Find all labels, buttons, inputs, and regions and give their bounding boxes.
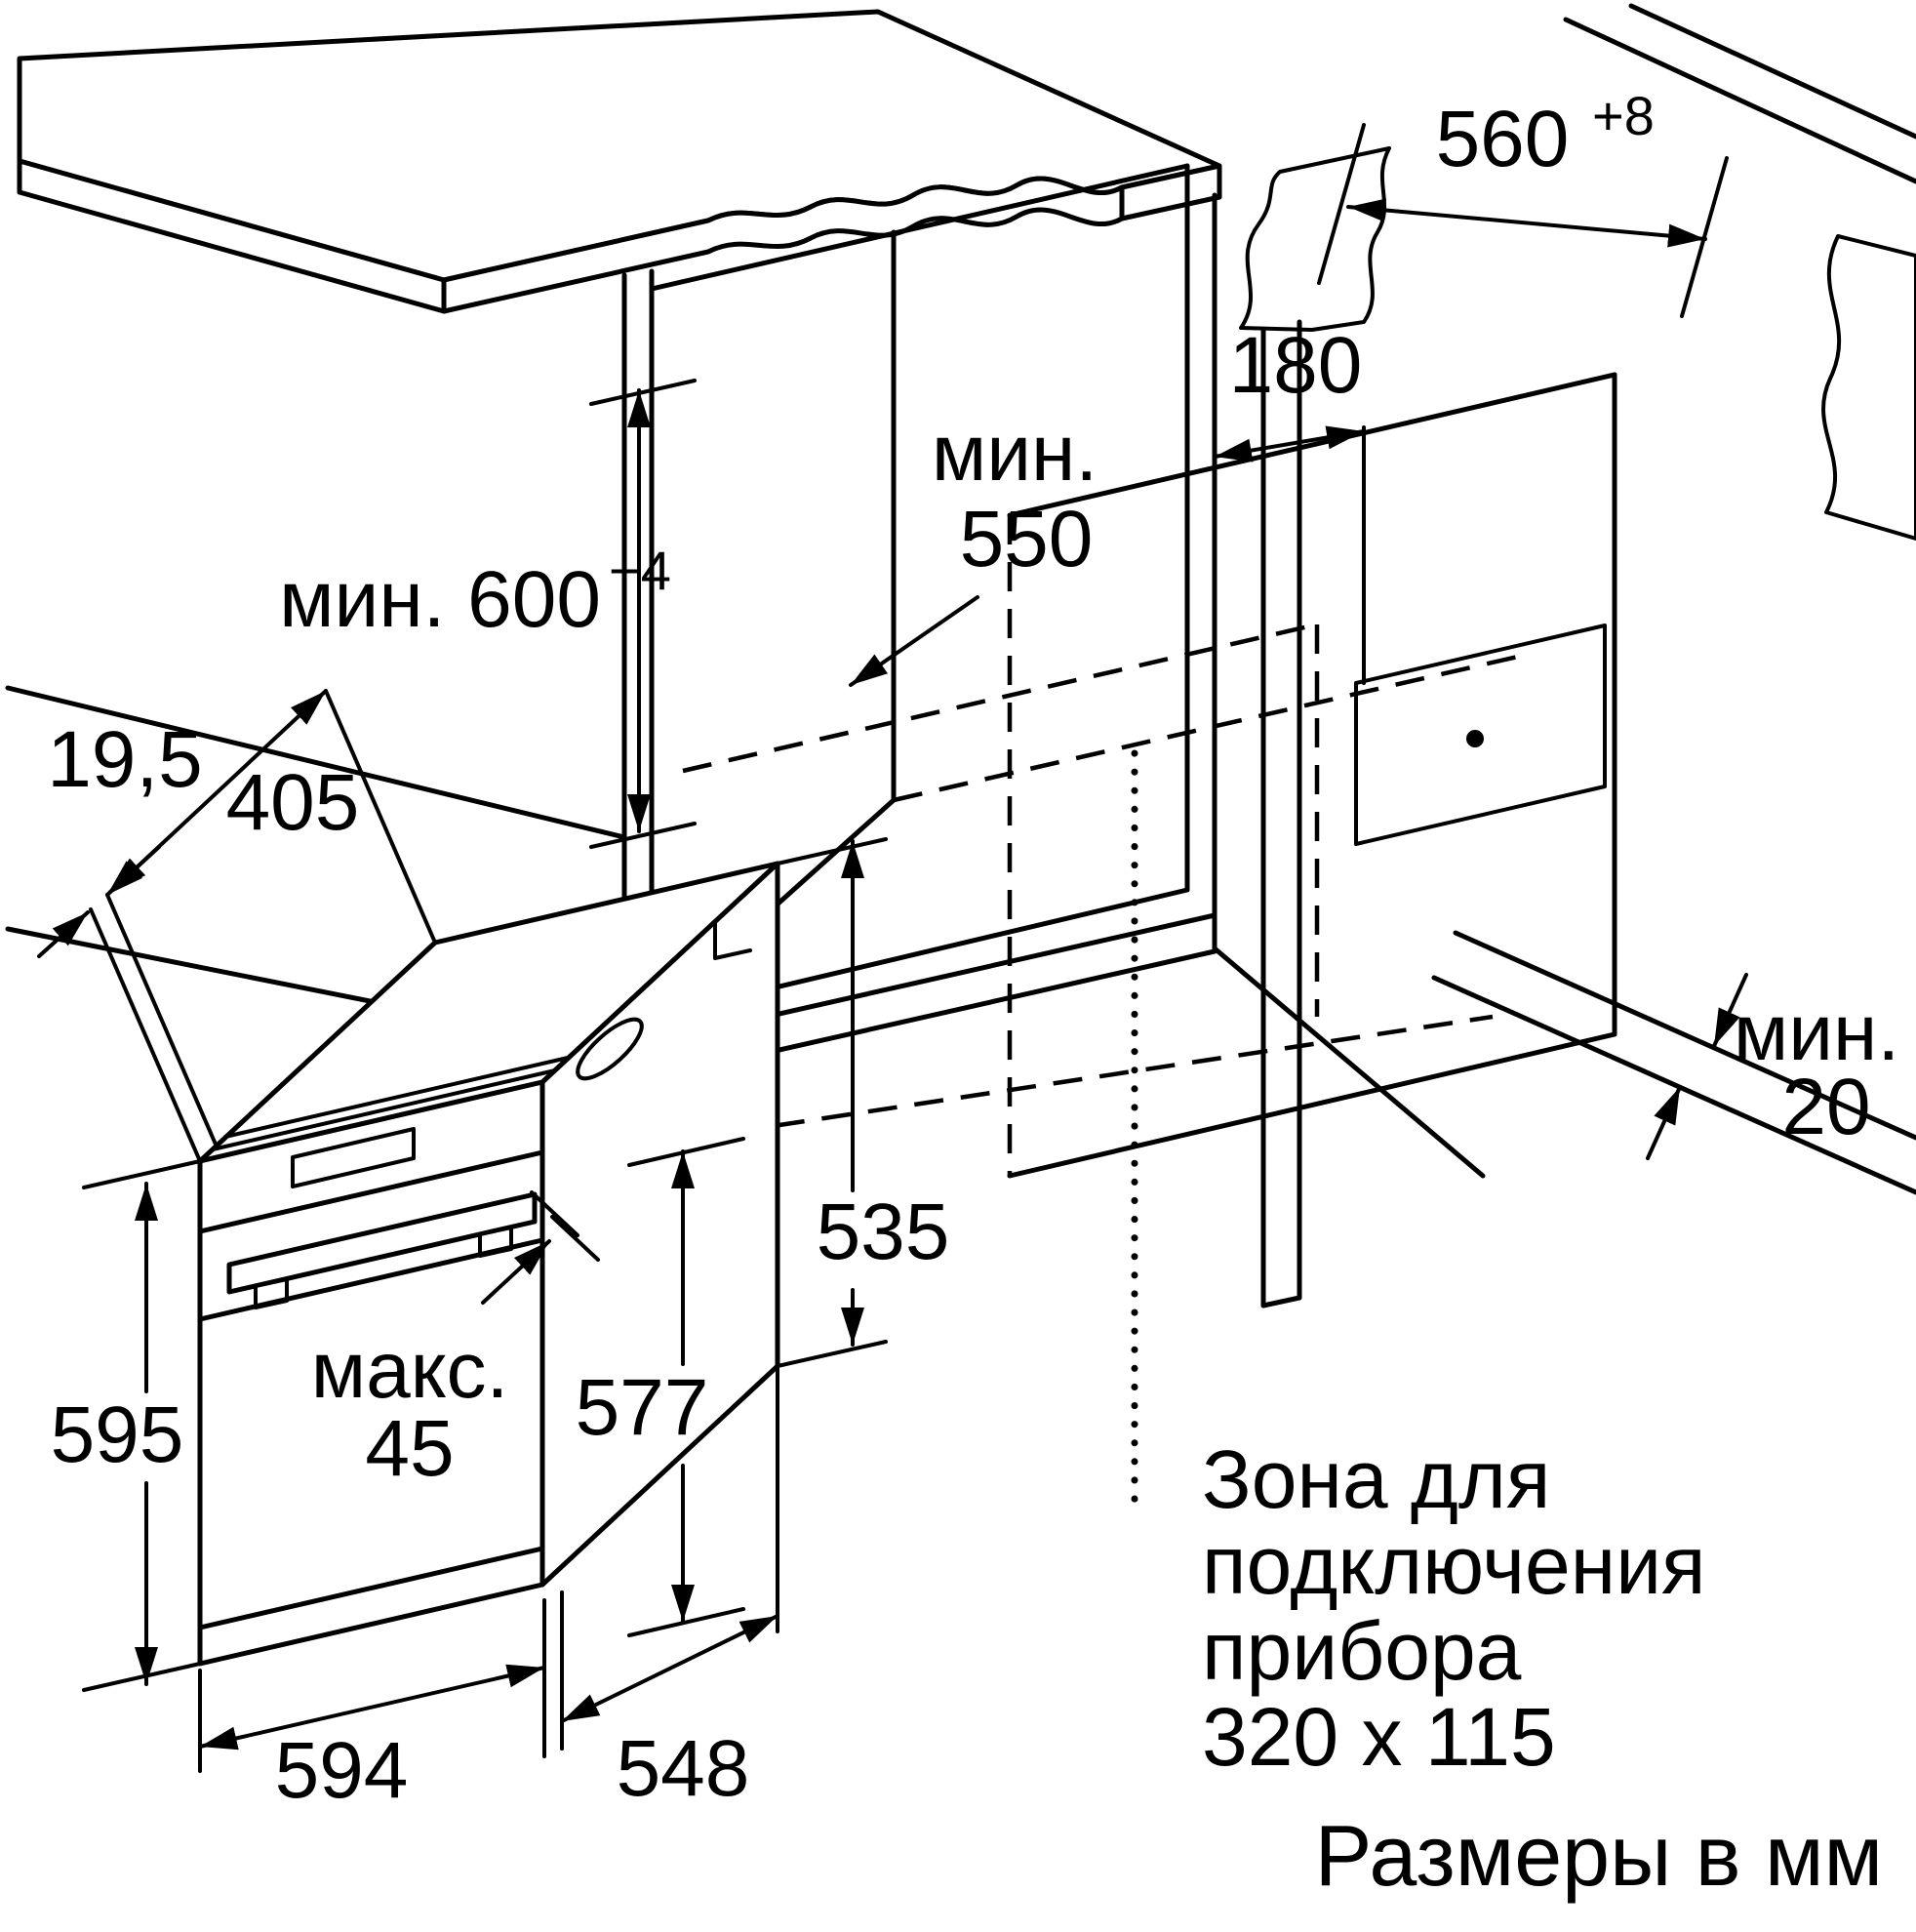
dim-top-depth-label: 405 bbox=[226, 758, 360, 847]
room-wall-line-1 bbox=[1628, 3, 1916, 140]
dim-rear-gap-label-1: мин. bbox=[1734, 988, 1899, 1077]
niche-side-panel bbox=[1239, 146, 1391, 1308]
dim-body-height-ext-bottom bbox=[776, 1340, 888, 1368]
dim-door-height-label: 577 bbox=[576, 1363, 709, 1452]
hidden-edge-floor-back bbox=[893, 653, 1523, 803]
niche-side-panel-bottom-edge bbox=[1260, 1295, 1302, 1308]
oven-right-face-notch bbox=[713, 919, 752, 960]
dim-body-depth-arrow bbox=[560, 1614, 779, 1723]
connection-zone-note-line-4: 320 x 115 bbox=[1202, 1691, 1556, 1783]
wall-torn-patch bbox=[1821, 234, 1916, 541]
dim-top-frame-label: 19,5 bbox=[47, 715, 203, 804]
oven-door-bottom-line bbox=[197, 1546, 545, 1630]
niche-side-panel-torn-top bbox=[1239, 146, 1391, 332]
countertop bbox=[17, 9, 1222, 314]
oven-front-frame-line-1 bbox=[211, 1068, 557, 1151]
wall-base-line-inner bbox=[1453, 930, 1916, 1141]
dim-oven-height-ext-top bbox=[82, 1159, 202, 1189]
dim-top-frame-ext-1 bbox=[89, 907, 202, 1163]
dim-min-height-tick-top bbox=[589, 379, 697, 406]
dim-body-height-label: 535 bbox=[817, 1187, 950, 1276]
countertop-torn-edge bbox=[441, 176, 1125, 314]
connection-zone-note-line-1: Зона для bbox=[1202, 1433, 1550, 1525]
countertop-front-edge bbox=[17, 158, 447, 314]
dim-min-depth-label-1: мин. bbox=[932, 409, 1098, 498]
room-wall-line-2 bbox=[1563, 17, 1916, 184]
niche-back-wall-bottom-edge bbox=[1007, 1031, 1617, 1179]
niche-back-wall bbox=[1007, 372, 1617, 1179]
oven-door-top-line bbox=[197, 1237, 545, 1322]
dimension-labels: 560 +8 180 мин. 550 мин. 600 +4 мин. 20 … bbox=[47, 85, 1899, 1815]
dim-handle-tick-1 bbox=[530, 1190, 579, 1237]
connection-zone-note: Зона для подключения прибора 320 x 115 bbox=[1202, 1433, 1706, 1783]
dim-niche-width-arrow bbox=[1346, 198, 1707, 248]
dim-handle-label-1: макс. bbox=[311, 1326, 509, 1415]
connection-zone-note-line-2: подключения bbox=[1202, 1519, 1706, 1611]
dim-min-height-label: мин. 600 bbox=[279, 555, 601, 644]
dim-rear-gap-label-2: 20 bbox=[1781, 1063, 1870, 1151]
dim-niche-width-tolerance: +8 bbox=[1592, 85, 1655, 146]
dim-handle-tick-2 bbox=[550, 1215, 600, 1262]
dim-rear-gap-arrow-lower bbox=[1646, 1085, 1682, 1160]
countertop-right-edge bbox=[1119, 163, 1222, 221]
hidden-edges bbox=[682, 622, 1523, 1143]
dim-door-height-tick-bottom bbox=[627, 1607, 745, 1637]
dim-top-depth-arrow bbox=[105, 689, 328, 897]
dim-top-frame-ext-2 bbox=[105, 893, 219, 1148]
connection-zone-note-line-3: прибора bbox=[1202, 1605, 1522, 1697]
units-note: Размеры в мм bbox=[1315, 1807, 1883, 1904]
hidden-edge-floor-front bbox=[682, 1014, 1494, 1143]
dim-width-label: 594 bbox=[275, 1726, 409, 1815]
dim-rear-gap-arrow-upper bbox=[1712, 973, 1748, 1048]
floor-edge-right bbox=[1212, 946, 1486, 1179]
dim-top-depth-ext bbox=[324, 689, 437, 945]
oven-dimensions bbox=[37, 689, 888, 1773]
wall-base-line-outer bbox=[1431, 975, 1916, 1195]
dim-niche-width-ext-left bbox=[1317, 123, 1366, 285]
dim-top-frame-arrow-1 bbox=[37, 910, 90, 958]
oven-door-handle bbox=[226, 1191, 538, 1295]
dim-top-clearance-arrow bbox=[1213, 425, 1366, 463]
dim-top-clearance-label: 180 bbox=[1229, 321, 1363, 410]
oven-display bbox=[291, 1127, 416, 1188]
oven-side-slot bbox=[576, 1017, 644, 1081]
dim-body-height-ext-top bbox=[776, 837, 888, 865]
connection-zone-dot bbox=[1466, 730, 1484, 747]
hidden-edge-top bbox=[682, 622, 1318, 774]
dim-min-height-tick-bottom bbox=[589, 822, 697, 849]
dim-body-depth-label: 548 bbox=[617, 1724, 750, 1813]
oven-control-panel-line bbox=[197, 1149, 545, 1234]
upper-dimensions bbox=[589, 123, 1748, 1160]
cabinet-opening-top-edge bbox=[649, 163, 1190, 292]
oven-front-frame-line-2 bbox=[223, 1056, 570, 1139]
dim-niche-width-label: 560 bbox=[1436, 95, 1570, 183]
dim-min-depth-leader bbox=[849, 595, 979, 687]
dim-min-height-tolerance: +4 bbox=[609, 540, 671, 601]
dim-width-arrow bbox=[198, 1664, 546, 1751]
connection-zone-hatch bbox=[1354, 624, 1607, 846]
dim-oven-height-ext-bottom bbox=[82, 1662, 202, 1692]
dim-oven-height-label: 595 bbox=[51, 1390, 184, 1479]
dim-min-depth-label-2: 550 bbox=[960, 495, 1094, 584]
dim-handle-label-2: 45 bbox=[365, 1404, 454, 1493]
dim-handle-leader bbox=[481, 1239, 551, 1305]
